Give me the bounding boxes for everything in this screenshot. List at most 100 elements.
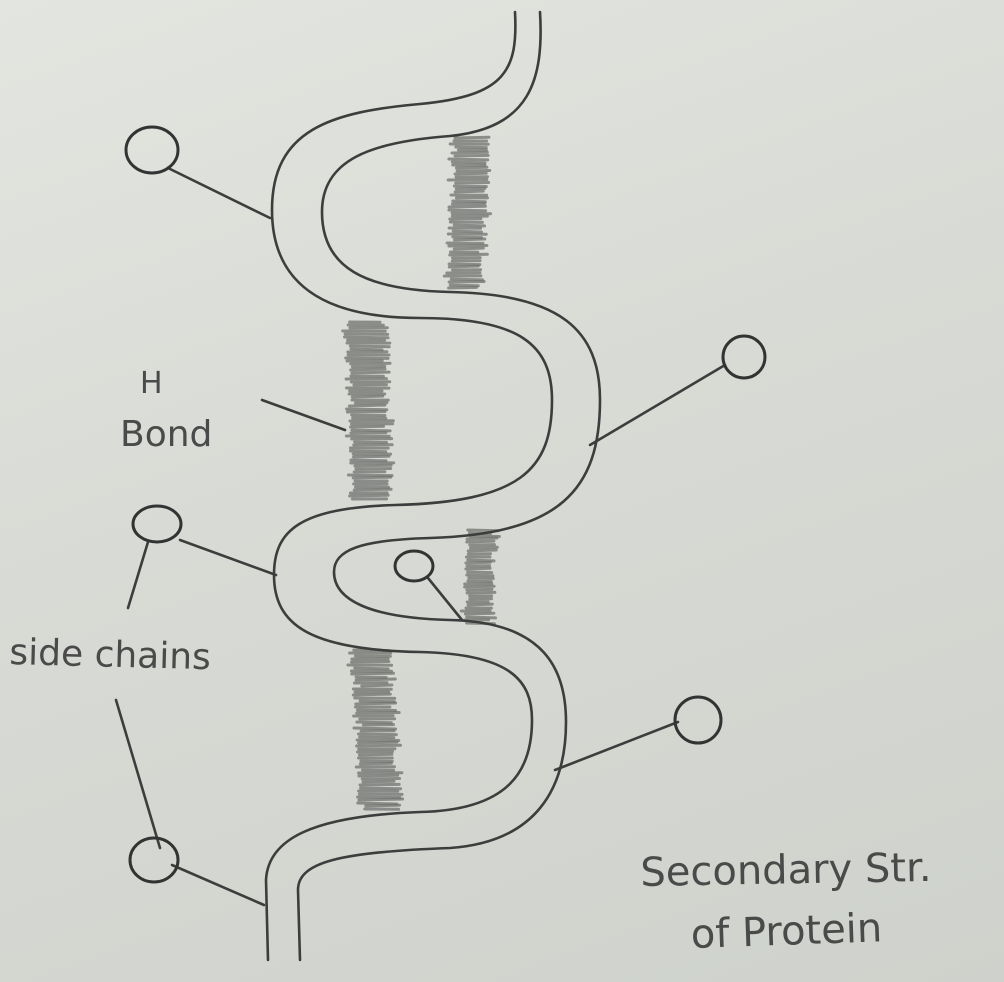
hydrogen-bond-stroke [362, 685, 392, 686]
side-chain-bead [133, 506, 181, 542]
hydrogen-bond-stroke [456, 183, 489, 184]
hydrogen-bond-stroke [449, 206, 485, 207]
hydrogen-bond-stroke [357, 745, 401, 746]
hydrogen-bond-stroke [350, 495, 389, 496]
hydrogen-bond-stroke [467, 541, 494, 542]
hydrogen-bond-stroke [454, 186, 486, 187]
hydrogen-bond-stroke [467, 538, 497, 539]
hydrogen-bond-stroke [467, 617, 496, 618]
hydrogen-bond-stroke [468, 604, 492, 605]
hydrogen-bond-stroke [449, 246, 487, 247]
hydrogen-bond-stroke [467, 575, 493, 576]
hydrogen-bond-stroke [466, 562, 491, 563]
hydrogen-bond-stroke [354, 489, 391, 490]
hydrogen-bond-stroke [351, 426, 384, 427]
hydrogen-bond-stroke [352, 372, 389, 373]
h-bond-label-pointer [262, 400, 345, 430]
hydrogen-bond-stroke [351, 363, 390, 364]
side-chain-bead [130, 838, 178, 882]
h-bond-label-h: H [140, 366, 164, 401]
polypeptide-backbone-outer-edge [266, 12, 552, 960]
side-chains-label-pointer [128, 542, 148, 608]
hydrogen-bond-stroke [350, 451, 385, 452]
side-chain-bond-line [180, 540, 276, 575]
hydrogen-bond-stroke [454, 248, 483, 249]
hydrogen-bond-stroke [354, 728, 396, 729]
caption-line-2: of Protein [690, 905, 883, 958]
hydrogen-bond-stroke [352, 366, 384, 367]
h-bond-label-bond: Bond [120, 414, 212, 455]
side-chain-bond-line [428, 578, 462, 620]
hydrogen-bond-stroke [449, 159, 488, 160]
hydrogen-bond-stroke [349, 405, 385, 406]
hydrogen-bond-stroke [469, 578, 494, 579]
hydrogen-bond-stroke [465, 586, 495, 587]
side-chain [133, 506, 276, 575]
hydrogen-bond-shading [444, 137, 490, 288]
hydrogen-bond-stroke [455, 173, 486, 174]
hydrogen-bond-stroke [356, 703, 396, 704]
side-chains-label: side chains [9, 632, 211, 678]
hydrogen-bond-stroke [468, 550, 496, 551]
hydrogen-bond-stroke [359, 734, 397, 735]
hydrogen-bond-stroke [465, 613, 494, 614]
hydrogen-bond-stroke [455, 191, 483, 192]
hydrogen-bond-stroke [361, 788, 401, 789]
hydrogen-bond-stroke [355, 465, 391, 466]
hydrogen-bond-stroke [366, 805, 400, 806]
hydrogen-bond-stroke [453, 201, 486, 202]
hydrogen-bond-stroke [452, 152, 487, 153]
hydrogen-bond-stroke [351, 460, 386, 461]
hydrogen-bond-stroke [353, 477, 391, 478]
hydrogen-bond-stroke [347, 409, 387, 410]
hydrogen-bond-stroke [352, 662, 389, 663]
side-chain-bond-line [555, 722, 678, 770]
hydrogen-bond-stroke [455, 239, 485, 240]
hydrogen-bond-stroke [448, 180, 487, 181]
hydrogen-bond-stroke [345, 337, 389, 338]
side-chain [590, 336, 765, 445]
hydrogen-bond-stroke [358, 797, 400, 798]
hydrogen-bond-stroke [449, 287, 477, 288]
hydrogen-bond-stroke [450, 254, 488, 255]
hydrogen-bond-stroke [351, 369, 385, 370]
hydrogen-bond-stroke [468, 581, 492, 582]
polypeptide-backbone-inner-edge [298, 12, 600, 960]
hydrogen-bond-stroke [457, 171, 490, 172]
side-chain-bead [126, 127, 178, 173]
hydrogen-bond-shading [461, 530, 499, 624]
hydrogen-bond-stroke [352, 673, 394, 674]
hydrogen-bond-stroke [470, 536, 499, 537]
side-chain-bond-line [168, 168, 270, 218]
hydrogen-bond-stroke [452, 204, 485, 205]
hydrogen-bond-shading [348, 650, 403, 809]
side-chain-bond-line [590, 365, 725, 445]
hydrogen-bond-stroke [449, 266, 478, 267]
hydrogen-bond-stroke [453, 237, 482, 238]
hydrogen-bond-stroke [358, 710, 396, 711]
side-chain-bond-line [172, 865, 264, 905]
hydrogen-bond-stroke [357, 713, 400, 714]
hydrogen-bond-stroke [471, 547, 498, 548]
hydrogen-bond-stroke [355, 668, 388, 669]
hydrogen-bond-stroke [467, 589, 492, 590]
hydrogen-bond-stroke [468, 572, 492, 573]
hydrogen-bond-stroke [360, 737, 394, 738]
side-chain-bead [395, 551, 433, 581]
hydrogen-bond-stroke [360, 754, 392, 755]
hydrogen-bond-stroke [350, 346, 389, 347]
hydrogen-bond-stroke [362, 779, 399, 780]
hydrogen-bond-stroke [351, 349, 382, 350]
hydrogen-bond-stroke [352, 396, 382, 397]
hydrogen-bond-stroke [352, 415, 385, 416]
hydrogen-bond-stroke [449, 264, 480, 265]
hydrogen-bond-stroke [363, 781, 394, 782]
hydrogen-bond-stroke [452, 162, 485, 163]
hydrogen-bond-stroke [454, 225, 484, 226]
hydrogen-bond-stroke [467, 592, 495, 593]
hydrogen-bond-stroke [456, 147, 487, 148]
hydrogen-bond-stroke [455, 155, 488, 156]
side-chain [126, 127, 270, 218]
